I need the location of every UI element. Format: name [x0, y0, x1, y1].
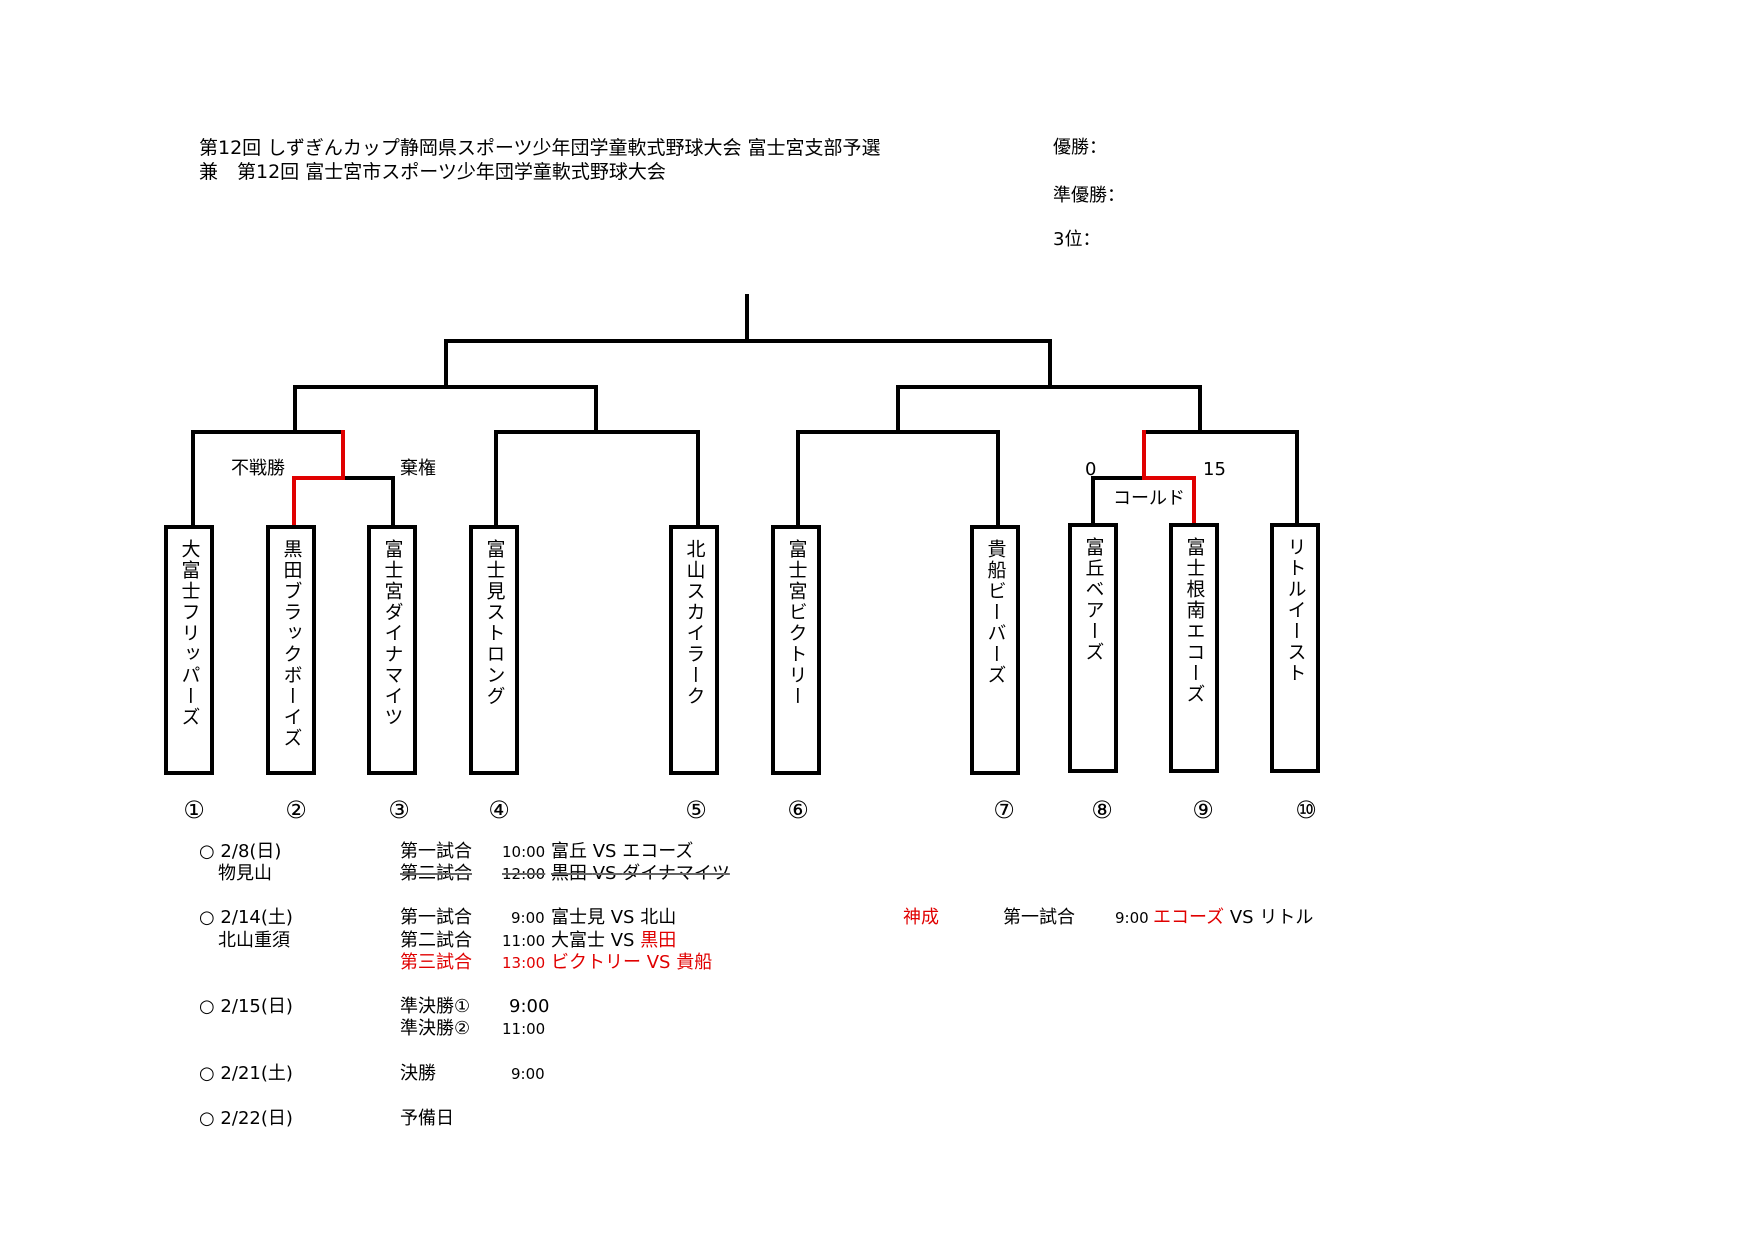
game-label: 第一試合 [400, 841, 472, 862]
game-time: 10:00 [502, 843, 546, 861]
round-lines [191, 430, 1299, 527]
game-match: 大富士 VS 黒田 [551, 932, 676, 950]
extra-venue: 神成 [903, 907, 939, 928]
away-team: 黒田 [640, 930, 677, 951]
called-game-note: コールド [1113, 488, 1185, 509]
date: ○ 2/14(土) [199, 907, 293, 928]
team-number: ③ [388, 796, 410, 824]
game-label: 第一試合 [1003, 907, 1075, 928]
game-match-cancelled: 黒田 VS ダイナマイツ [551, 865, 730, 883]
team-name: 富士宮ビクトリー [785, 539, 808, 707]
away-team: エコーズ [622, 841, 694, 862]
away-team: ダイナマイツ [622, 863, 730, 884]
team-name: 北山スカイラーク [683, 539, 706, 707]
team-box: 富士根南エコーズ [1169, 523, 1219, 773]
winner-line-kuroda [292, 430, 345, 527]
team-box: 大富士フリッパーズ [164, 525, 214, 775]
game-label-cancelled: 第二試合 [400, 863, 472, 884]
team-name: 富士見ストロング [483, 539, 506, 707]
winner-line-echoes [1142, 430, 1196, 525]
champion-label: 優勝： [1053, 137, 1107, 158]
game-time: 9:00 [1115, 909, 1149, 927]
home-team: 大富士 [551, 930, 605, 951]
game-time: 11:00 [502, 932, 546, 950]
vs: VS [646, 952, 671, 973]
game-time: 9:00 [511, 909, 545, 927]
runner-up-label: 準優勝： [1053, 185, 1125, 206]
vs: VS [610, 907, 635, 928]
team-number: ② [285, 796, 307, 824]
title-line-2: 兼 第12回 富士宮市スポーツ少年団学童軟式野球大会 [199, 161, 666, 183]
game-time-cancelled: 12:00 [502, 865, 546, 883]
home-team: ビクトリー [551, 952, 641, 973]
team-number: ⑥ [787, 796, 809, 824]
team-box: 北山スカイラーク [669, 525, 719, 775]
team-box: リトルイースト [1270, 523, 1320, 773]
team-box: 黒田ブラックボーイズ [266, 525, 316, 775]
vs: VS [592, 863, 617, 884]
date: ○ 2/21(土) [199, 1063, 293, 1084]
home-team: 富士見 [551, 907, 605, 928]
team-number: ⑩ [1295, 796, 1317, 824]
team-number: ⑧ [1091, 796, 1113, 824]
date: ○ 2/8(日) [199, 841, 282, 862]
team-number: ⑦ [993, 796, 1015, 824]
vs: VS [1229, 907, 1254, 928]
team-name: 富丘ベアーズ [1082, 537, 1105, 663]
game-label: 第一試合 [400, 907, 472, 928]
team-box: 富丘ベアーズ [1068, 523, 1118, 773]
home-team: 富丘 [551, 841, 587, 862]
semifinal-lines [293, 385, 1202, 434]
home-team: 黒田 [551, 863, 587, 884]
team-name: 黒田ブラックボーイズ [280, 539, 303, 749]
team-number: ④ [488, 796, 510, 824]
team-box: 富士宮ビクトリー [771, 525, 821, 775]
team-box: 富士見ストロング [469, 525, 519, 775]
score-right: 15 [1203, 459, 1226, 480]
team-number: ① [183, 796, 205, 824]
team-name: 富士根南エコーズ [1183, 537, 1206, 705]
date: ○ 2/15(日) [199, 996, 293, 1017]
game-match: ビクトリー VS 貴船 [551, 954, 712, 972]
date: ○ 2/22(日) [199, 1108, 293, 1129]
home-team: エコーズ [1153, 907, 1225, 928]
game-match: エコーズ VS リトル [1153, 909, 1313, 927]
team-number: ⑤ [685, 796, 707, 824]
first-round-lines [341, 476, 1146, 527]
game-match: 富士見 VS 北山 [551, 909, 676, 927]
team-box: 貴船ビーバーズ [970, 525, 1020, 775]
game-label: 第三試合 [400, 952, 472, 973]
game-time: 11:00 [502, 1020, 546, 1038]
team-name: 富士宮ダイナマイツ [381, 539, 404, 728]
game-match: 富丘 VS エコーズ [551, 843, 693, 861]
game-time: 9:00 [509, 996, 550, 1017]
team-name: 貴船ビーバーズ [984, 539, 1007, 686]
game-label: 予備日 [400, 1108, 454, 1129]
final-line [444, 294, 1052, 389]
team-name: 大富士フリッパーズ [178, 539, 201, 728]
away-team: 北山 [640, 907, 677, 928]
game-label: 準決勝② [400, 1018, 471, 1039]
game-label: 第二試合 [400, 930, 472, 951]
vs: VS [610, 930, 635, 951]
forfeit-note: 棄権 [400, 458, 436, 479]
venue: 北山重須 [218, 930, 290, 951]
walkover-note: 不戦勝 [231, 458, 285, 479]
team-box: 富士宮ダイナマイツ [367, 525, 417, 775]
venue: 物見山 [218, 863, 272, 884]
title-line-1: 第12回 しずぎんカップ静岡県スポーツ少年団学童軟式野球大会 富士宮支部予選 [199, 137, 881, 159]
game-time: 9:00 [511, 1065, 545, 1083]
third-place-label: 3位： [1053, 229, 1101, 250]
team-name: リトルイースト [1284, 537, 1307, 684]
away-team: リトル [1259, 907, 1314, 928]
game-time: 13:00 [502, 954, 546, 972]
score-left: 0 [1085, 459, 1097, 480]
away-team: 貴船 [676, 952, 713, 973]
vs: VS [592, 841, 617, 862]
team-number: ⑨ [1192, 796, 1214, 824]
game-label: 決勝 [400, 1063, 436, 1084]
game-label: 準決勝① [400, 996, 471, 1017]
